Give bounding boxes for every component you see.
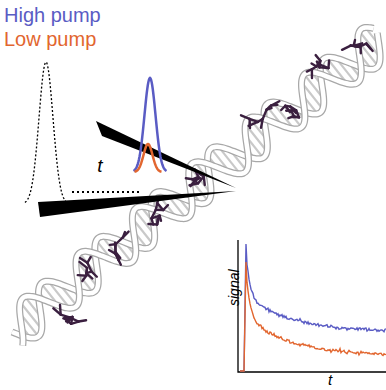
dye-molecule — [109, 232, 129, 265]
dye-molecule — [281, 106, 299, 118]
dye-bond — [148, 223, 157, 226]
dye-bond — [366, 44, 372, 51]
legend-text: High pump — [4, 4, 101, 26]
low-pump-pulse — [135, 144, 162, 172]
dye-bond — [114, 243, 117, 252]
dye-molecule — [241, 101, 279, 128]
dye-molecule — [78, 257, 97, 281]
axis-label: signal — [226, 270, 241, 307]
dye-bond — [123, 232, 129, 238]
dye-bond — [288, 116, 294, 118]
dye-bond — [79, 262, 87, 268]
dye-molecule — [148, 200, 168, 224]
dye-bond — [263, 110, 267, 119]
high-pump-pulse — [134, 78, 167, 171]
inset-axes — [238, 240, 386, 372]
dye-bond — [271, 101, 279, 105]
dye-bond — [366, 44, 370, 49]
dye-bond — [78, 274, 87, 277]
dye-bond — [261, 119, 263, 128]
dye-bond — [351, 44, 361, 47]
dye-bond — [327, 61, 330, 69]
dye-bond — [68, 317, 73, 323]
legend-text: Low pump — [4, 28, 96, 50]
dye-bond — [156, 200, 158, 210]
dye-bond — [53, 308, 60, 314]
dye-bond — [351, 46, 360, 47]
dye-molecule — [307, 55, 329, 78]
dye-molecule — [53, 305, 86, 324]
high-pump-trace — [240, 244, 386, 371]
dye-bond — [241, 115, 250, 119]
dye-molecule — [342, 40, 373, 53]
inset-ground — [224, 232, 386, 378]
dye-bond — [342, 46, 351, 50]
axis-label: t — [328, 372, 332, 389]
delay-line — [72, 191, 142, 193]
dye-bond — [203, 177, 206, 185]
probe-pulse — [25, 62, 67, 202]
dye-bond — [316, 61, 320, 67]
dye-bond — [249, 122, 258, 126]
dye-bond — [190, 183, 199, 185]
low-pump-trace — [240, 262, 386, 371]
pump-beam — [96, 121, 236, 188]
probe-beam — [38, 191, 236, 217]
dye-bond — [116, 237, 123, 244]
dye-bond — [157, 216, 159, 225]
delay-label: t — [97, 156, 102, 177]
